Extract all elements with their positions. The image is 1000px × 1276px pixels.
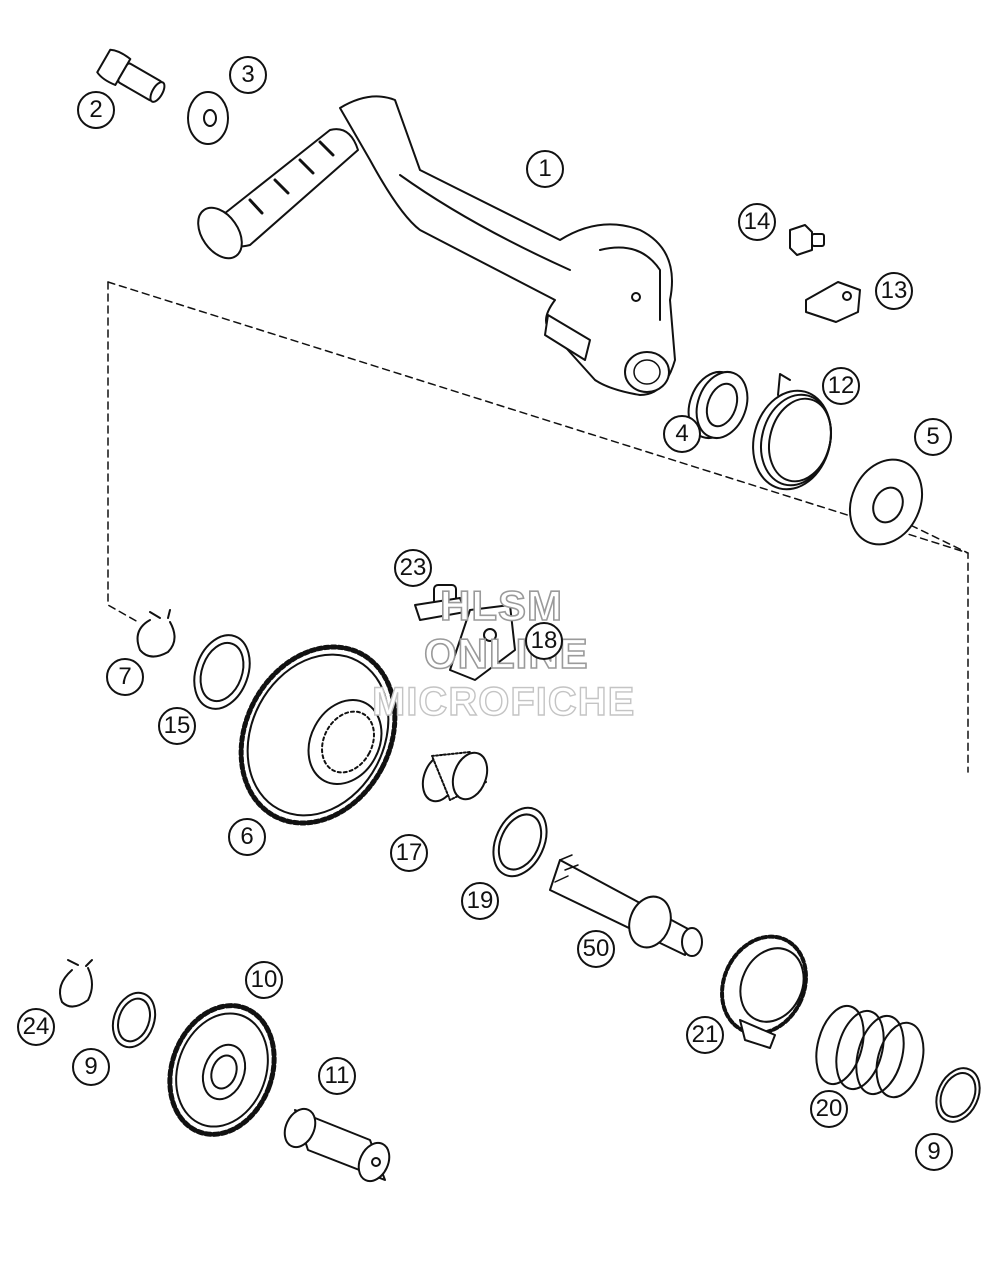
part-21-ratchet bbox=[720, 934, 808, 1049]
callout-19[interactable]: 19 bbox=[461, 882, 499, 920]
part-1-kick-lever bbox=[197, 95, 676, 396]
part-20-spring bbox=[815, 1004, 925, 1099]
callout-15[interactable]: 15 bbox=[158, 707, 196, 745]
watermark-line-3: MICROFICHE bbox=[371, 679, 636, 724]
part-12-spring bbox=[752, 373, 832, 491]
callout-12[interactable]: 12 bbox=[822, 367, 860, 405]
callout-11[interactable]: 11 bbox=[318, 1057, 356, 1095]
part-18-guide-plate bbox=[449, 604, 516, 681]
part-9-washer-right bbox=[935, 1067, 981, 1123]
callout-23[interactable]: 23 bbox=[394, 549, 432, 587]
callout-5[interactable]: 5 bbox=[914, 418, 952, 456]
callout-6[interactable]: 6 bbox=[228, 818, 266, 856]
part-6-kick-gear bbox=[238, 644, 398, 826]
part-4-seal bbox=[687, 371, 749, 439]
callout-2[interactable]: 2 bbox=[77, 91, 115, 129]
callout-13[interactable]: 13 bbox=[875, 272, 913, 310]
part-50-shaft bbox=[549, 854, 703, 957]
part-14-bolt bbox=[789, 224, 825, 256]
part-23-screws bbox=[414, 584, 466, 621]
part-7-circlip bbox=[136, 609, 176, 658]
watermark-line-2: ONLINE bbox=[423, 629, 589, 678]
part-24-circlip bbox=[59, 959, 93, 1008]
callout-9-right[interactable]: 9 bbox=[915, 1133, 953, 1171]
part-9-washer-left bbox=[111, 991, 157, 1049]
part-2-pin bbox=[96, 48, 166, 103]
part-13-bracket bbox=[805, 281, 861, 323]
watermark-line-1: HLSM bbox=[439, 581, 563, 630]
part-11-shaft bbox=[283, 1107, 391, 1183]
callout-10[interactable]: 10 bbox=[245, 961, 283, 999]
callout-14[interactable]: 14 bbox=[738, 203, 776, 241]
callout-21[interactable]: 21 bbox=[686, 1016, 724, 1054]
callout-24[interactable]: 24 bbox=[17, 1008, 55, 1046]
part-17-bearing bbox=[421, 751, 489, 803]
callout-3[interactable]: 3 bbox=[229, 56, 267, 94]
callout-1[interactable]: 1 bbox=[526, 150, 564, 188]
callout-7[interactable]: 7 bbox=[106, 658, 144, 696]
part-10-idler-gear bbox=[167, 1003, 277, 1137]
callout-18[interactable]: 18 bbox=[525, 622, 563, 660]
callout-17[interactable]: 17 bbox=[390, 834, 428, 872]
part-3-washer bbox=[187, 91, 229, 145]
part-15-washer bbox=[193, 634, 251, 710]
part-19-washer bbox=[492, 806, 548, 878]
part-5-washer bbox=[849, 458, 923, 546]
callout-9-left[interactable]: 9 bbox=[72, 1048, 110, 1086]
callout-20[interactable]: 20 bbox=[810, 1090, 848, 1128]
callout-50[interactable]: 50 bbox=[577, 930, 615, 968]
callout-4[interactable]: 4 bbox=[663, 415, 701, 453]
